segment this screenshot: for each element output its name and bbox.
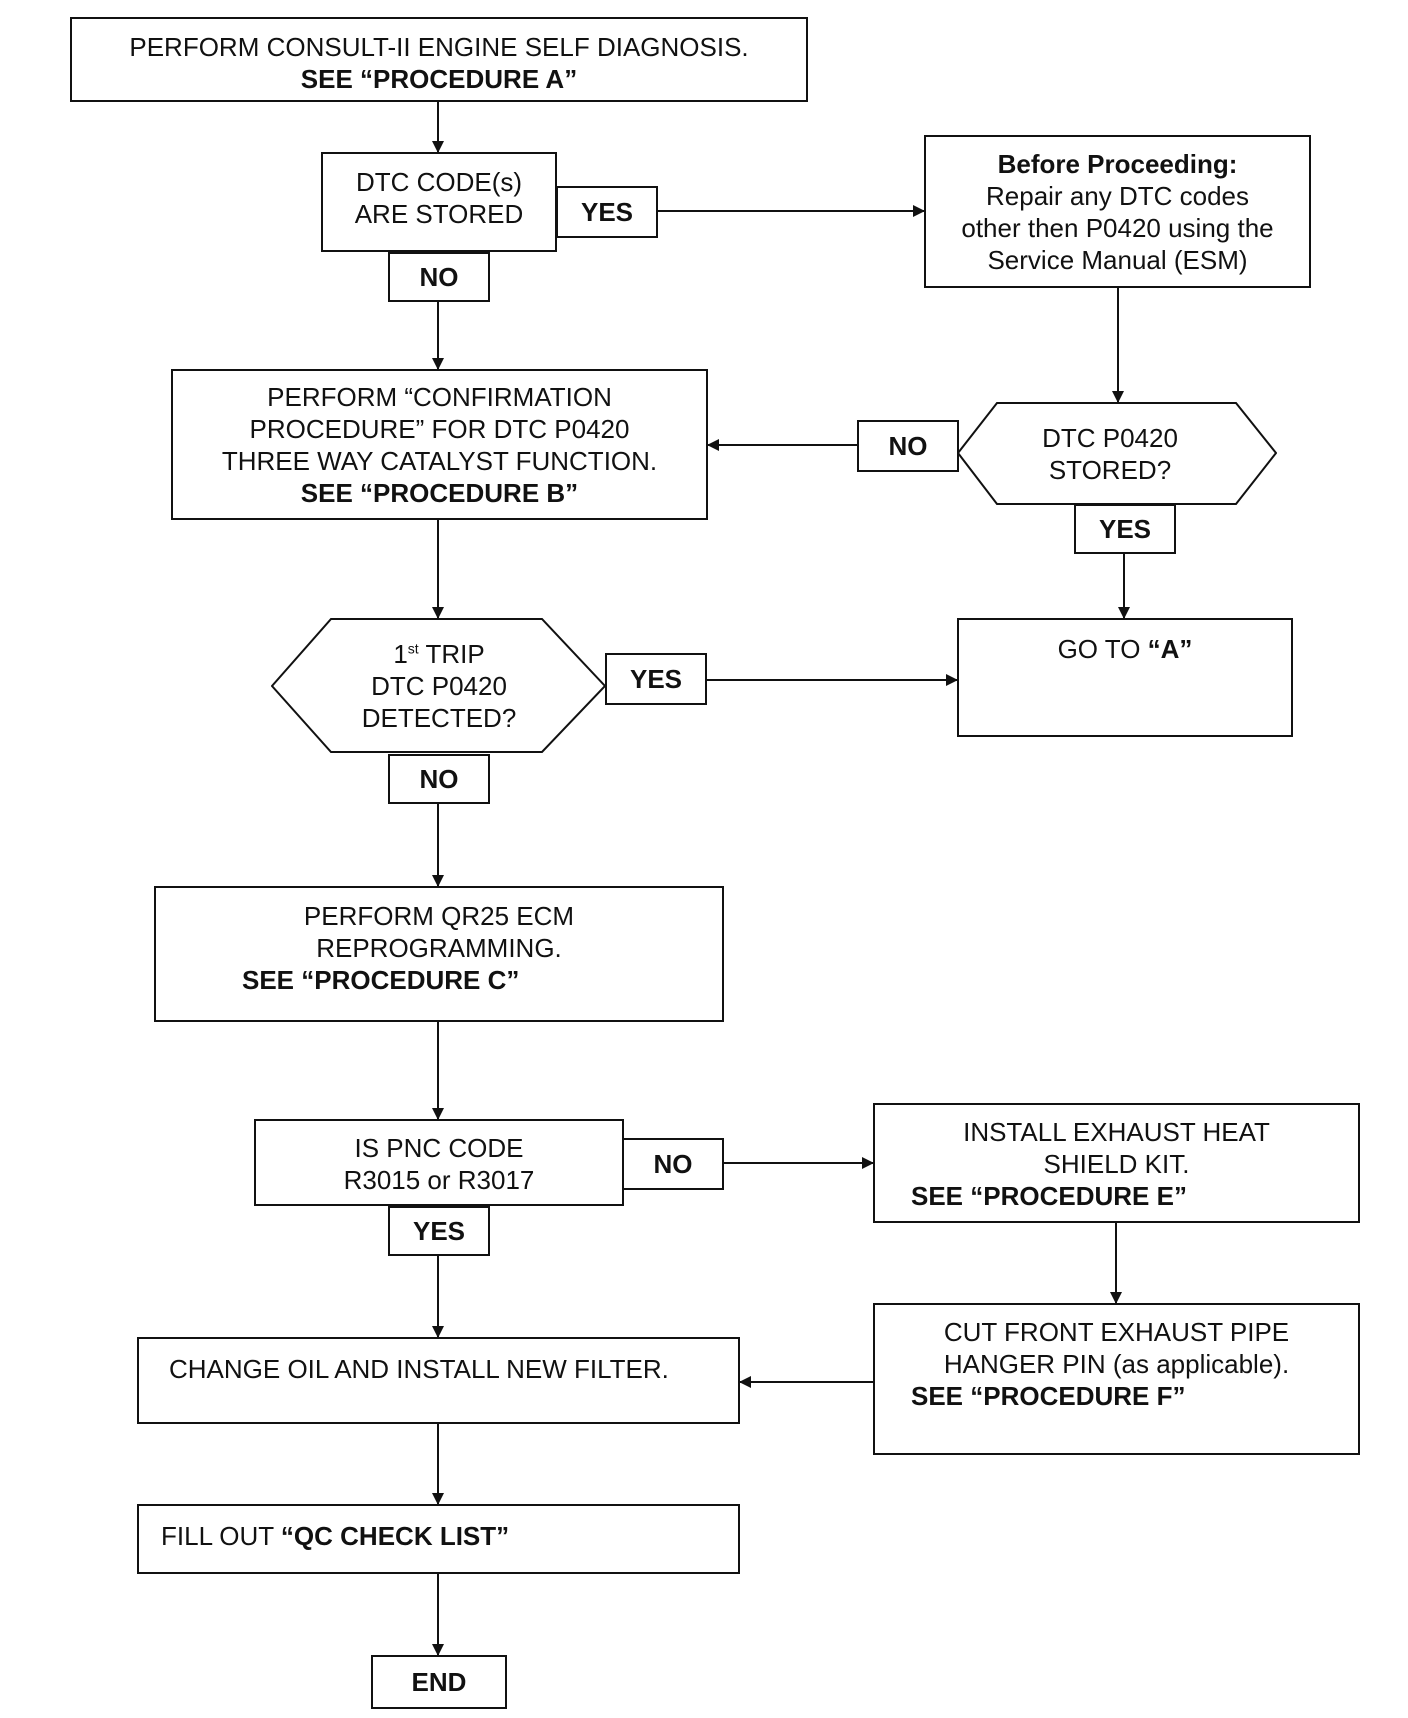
dtc-p0420-line1: DTC P0420 xyxy=(1042,422,1178,453)
step-b-procedure: SEE “PROCEDURE B” xyxy=(300,478,579,508)
first-trip-line2: DTC P0420 xyxy=(371,671,507,701)
step-c-box: PERFORM QR25 ECM REPROGRAMMING. SEE “PRO… xyxy=(154,886,724,1022)
before-proceeding-line3: Service Manual (ESM) xyxy=(987,245,1248,275)
dtc-stored-line1: DTC CODE(s) xyxy=(355,167,523,197)
step-f-line1: CUT FRONT EXHAUST PIPE xyxy=(943,1317,1290,1347)
dtc-p0420-line2: STORED? xyxy=(1048,454,1172,485)
pnc-no-label: NO xyxy=(622,1138,724,1190)
dtc-stored-line2: ARE STORED xyxy=(354,199,524,229)
step-c-line2: REPROGRAMMING. xyxy=(316,933,562,963)
before-proceeding-title: Before Proceeding: xyxy=(997,149,1238,179)
step-e-box: INSTALL EXHAUST HEAT SHIELD KIT. SEE “PR… xyxy=(873,1103,1360,1223)
pnc-code-box: IS PNC CODE R3015 or R3017 xyxy=(254,1119,624,1206)
dtc-p0420-stored-decision: DTC P0420 STORED? xyxy=(957,402,1277,505)
step-b-line2: PROCEDURE” FOR DTC P0420 xyxy=(249,414,630,444)
first-trip-line3: DETECTED? xyxy=(361,703,517,733)
pnc-code-line2: R3015 or R3017 xyxy=(343,1165,535,1195)
step-b-line3: THREE WAY CATALYST FUNCTION. xyxy=(221,446,658,476)
change-oil-text: CHANGE OIL AND INSTALL NEW FILTER. xyxy=(169,1354,669,1384)
step-f-box: CUT FRONT EXHAUST PIPE HANGER PIN (as ap… xyxy=(873,1303,1360,1455)
qc-check-text: FILL OUT “QC CHECK LIST” xyxy=(161,1521,510,1551)
step-a-box: PERFORM CONSULT-II ENGINE SELF DIAGNOSIS… xyxy=(70,17,808,102)
step-e-line1: INSTALL EXHAUST HEAT xyxy=(963,1117,1270,1147)
dtc-stored-yes-label: YES xyxy=(556,186,658,238)
first-trip-line1: 1st TRIP xyxy=(393,639,485,669)
dtc-p0420-no-label: NO xyxy=(857,420,959,472)
step-a-text: PERFORM CONSULT-II ENGINE SELF DIAGNOSIS… xyxy=(129,32,749,62)
change-oil-box: CHANGE OIL AND INSTALL NEW FILTER. xyxy=(137,1337,740,1424)
go-to-a-text: GO TO “A” xyxy=(1057,634,1193,664)
dtc-stored-box: DTC CODE(s) ARE STORED xyxy=(321,152,557,252)
qc-check-box: FILL OUT “QC CHECK LIST” xyxy=(137,1504,740,1574)
step-f-procedure: SEE “PROCEDURE F” xyxy=(911,1381,1186,1411)
before-proceeding-box: Before Proceeding: Repair any DTC codes … xyxy=(924,135,1311,288)
step-c-procedure: SEE “PROCEDURE C” xyxy=(242,965,520,995)
go-to-a-box: GO TO “A” xyxy=(957,618,1293,737)
end-box: END xyxy=(371,1655,507,1709)
pnc-code-line1: IS PNC CODE xyxy=(354,1133,524,1163)
dtc-p0420-yes-label: YES xyxy=(1074,504,1176,554)
step-b-box: PERFORM “CONFIRMATION PROCEDURE” FOR DTC… xyxy=(171,369,708,520)
pnc-yes-label: YES xyxy=(388,1206,490,1256)
step-e-procedure: SEE “PROCEDURE E” xyxy=(911,1181,1187,1211)
before-proceeding-line2: other then P0420 using the xyxy=(961,213,1274,243)
step-a-procedure: SEE “PROCEDURE A” xyxy=(300,64,578,94)
step-e-line2: SHIELD KIT. xyxy=(1043,1149,1190,1179)
dtc-stored-no-label: NO xyxy=(388,252,490,302)
first-trip-decision: 1st TRIP DTC P0420 DETECTED? xyxy=(271,618,607,754)
first-trip-no-label: NO xyxy=(388,754,490,804)
step-b-line1: PERFORM “CONFIRMATION xyxy=(267,382,612,412)
before-proceeding-line1: Repair any DTC codes xyxy=(986,181,1249,211)
step-f-line2: HANGER PIN (as applicable). xyxy=(943,1349,1290,1379)
first-trip-yes-label: YES xyxy=(605,653,707,705)
step-c-line1: PERFORM QR25 ECM xyxy=(303,901,575,931)
